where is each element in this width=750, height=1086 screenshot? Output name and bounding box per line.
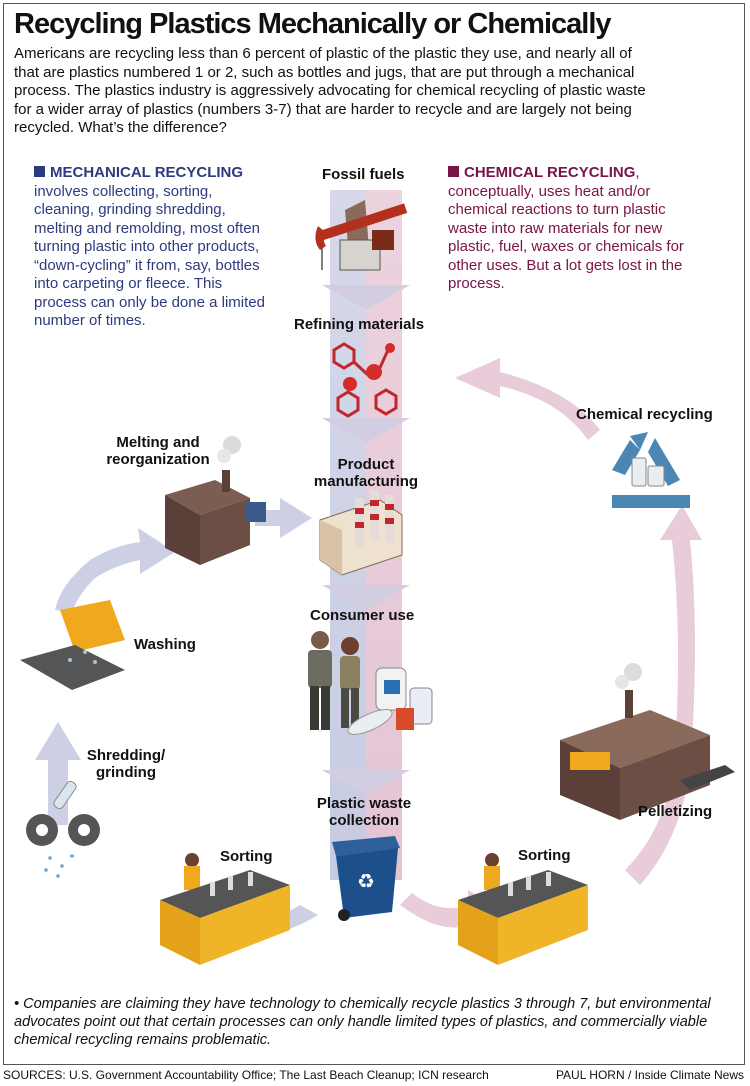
pumpjack-illustration [315,200,408,271]
consumers-illustration [308,631,433,735]
stage-refining: Refining materials [294,316,425,333]
chemical-heading-suffix: , [635,164,640,181]
sorting-right-illustration [458,853,588,965]
sorting-left-illustration [160,853,290,965]
chemical-square-bullet [448,166,459,177]
stage-sorting-left: Sorting [220,848,273,865]
chemical-text: conceptually, uses heat and/or chemical … [448,182,684,293]
recycling-bin-illustration: ♻ [332,836,400,921]
stage-manufacturing-line2: manufacturing [313,473,419,490]
molecule-illustration [332,342,398,418]
mechanical-text: involves collecting, sorting, cleaning, … [34,182,265,330]
stage-pelletizing: Pelletizing [638,803,713,820]
mechanical-recycling-description: MECHANICAL RECYCLING involves collecting… [34,164,274,331]
stage-manufacturing: Product manufacturing [308,456,424,490]
mechanical-square-bullet [34,166,45,177]
shredding-gears-illustration [26,780,100,878]
stage-melting-line2: reorganization [106,451,210,468]
mechanical-heading: MECHANICAL RECYCLING [50,164,244,181]
stage-melting: Melting and reorganization [98,434,218,468]
center-flow-arrow [322,190,410,880]
melting-machine-illustration [165,436,266,565]
intro-paragraph: Americans are recycling less than 6 perc… [14,45,646,136]
stage-manufacturing-line1: Product [337,456,395,473]
factory-illustration [319,490,403,576]
stage-collection: Plastic waste collection [312,795,416,829]
stage-consumer-use: Consumer use [310,607,415,624]
svg-text:♻: ♻ [357,869,375,893]
stage-fossil-fuels: Fossil fuels [322,166,405,183]
stage-collection-line1: Plastic waste [316,795,412,812]
pelletizing-illustration [560,663,735,820]
chemical-heading: CHEMICAL RECYCLING [464,164,636,181]
stage-collection-line2: collection [328,812,399,829]
stage-washing: Washing [134,636,196,653]
stage-shredding-line2: grinding [96,764,156,781]
stage-shredding: Shredding/ grinding [84,747,168,781]
chemical-recycling-description: CHEMICAL RECYCLING, conceptually, uses h… [448,164,688,294]
stage-melting-line1: Melting and [116,434,200,451]
stage-shredding-line1: Shredding/ [86,747,166,764]
washing-illustration [20,600,125,690]
mechanical-loop-arrows [35,498,318,945]
footnote: • Companies are claiming they have techn… [14,996,711,1048]
stage-chemical-recycling: Chemical recycling [576,406,713,423]
page-title: Recycling Plastics Mechanically or Chemi… [14,8,612,40]
chemical-recycle-symbol [612,432,690,508]
credit: PAUL HORN / Inside Climate News [555,1068,744,1082]
stage-sorting-right: Sorting [518,847,571,864]
sources: SOURCES: U.S. Government Accountability … [3,1068,489,1082]
infographic-frame [3,3,745,1065]
